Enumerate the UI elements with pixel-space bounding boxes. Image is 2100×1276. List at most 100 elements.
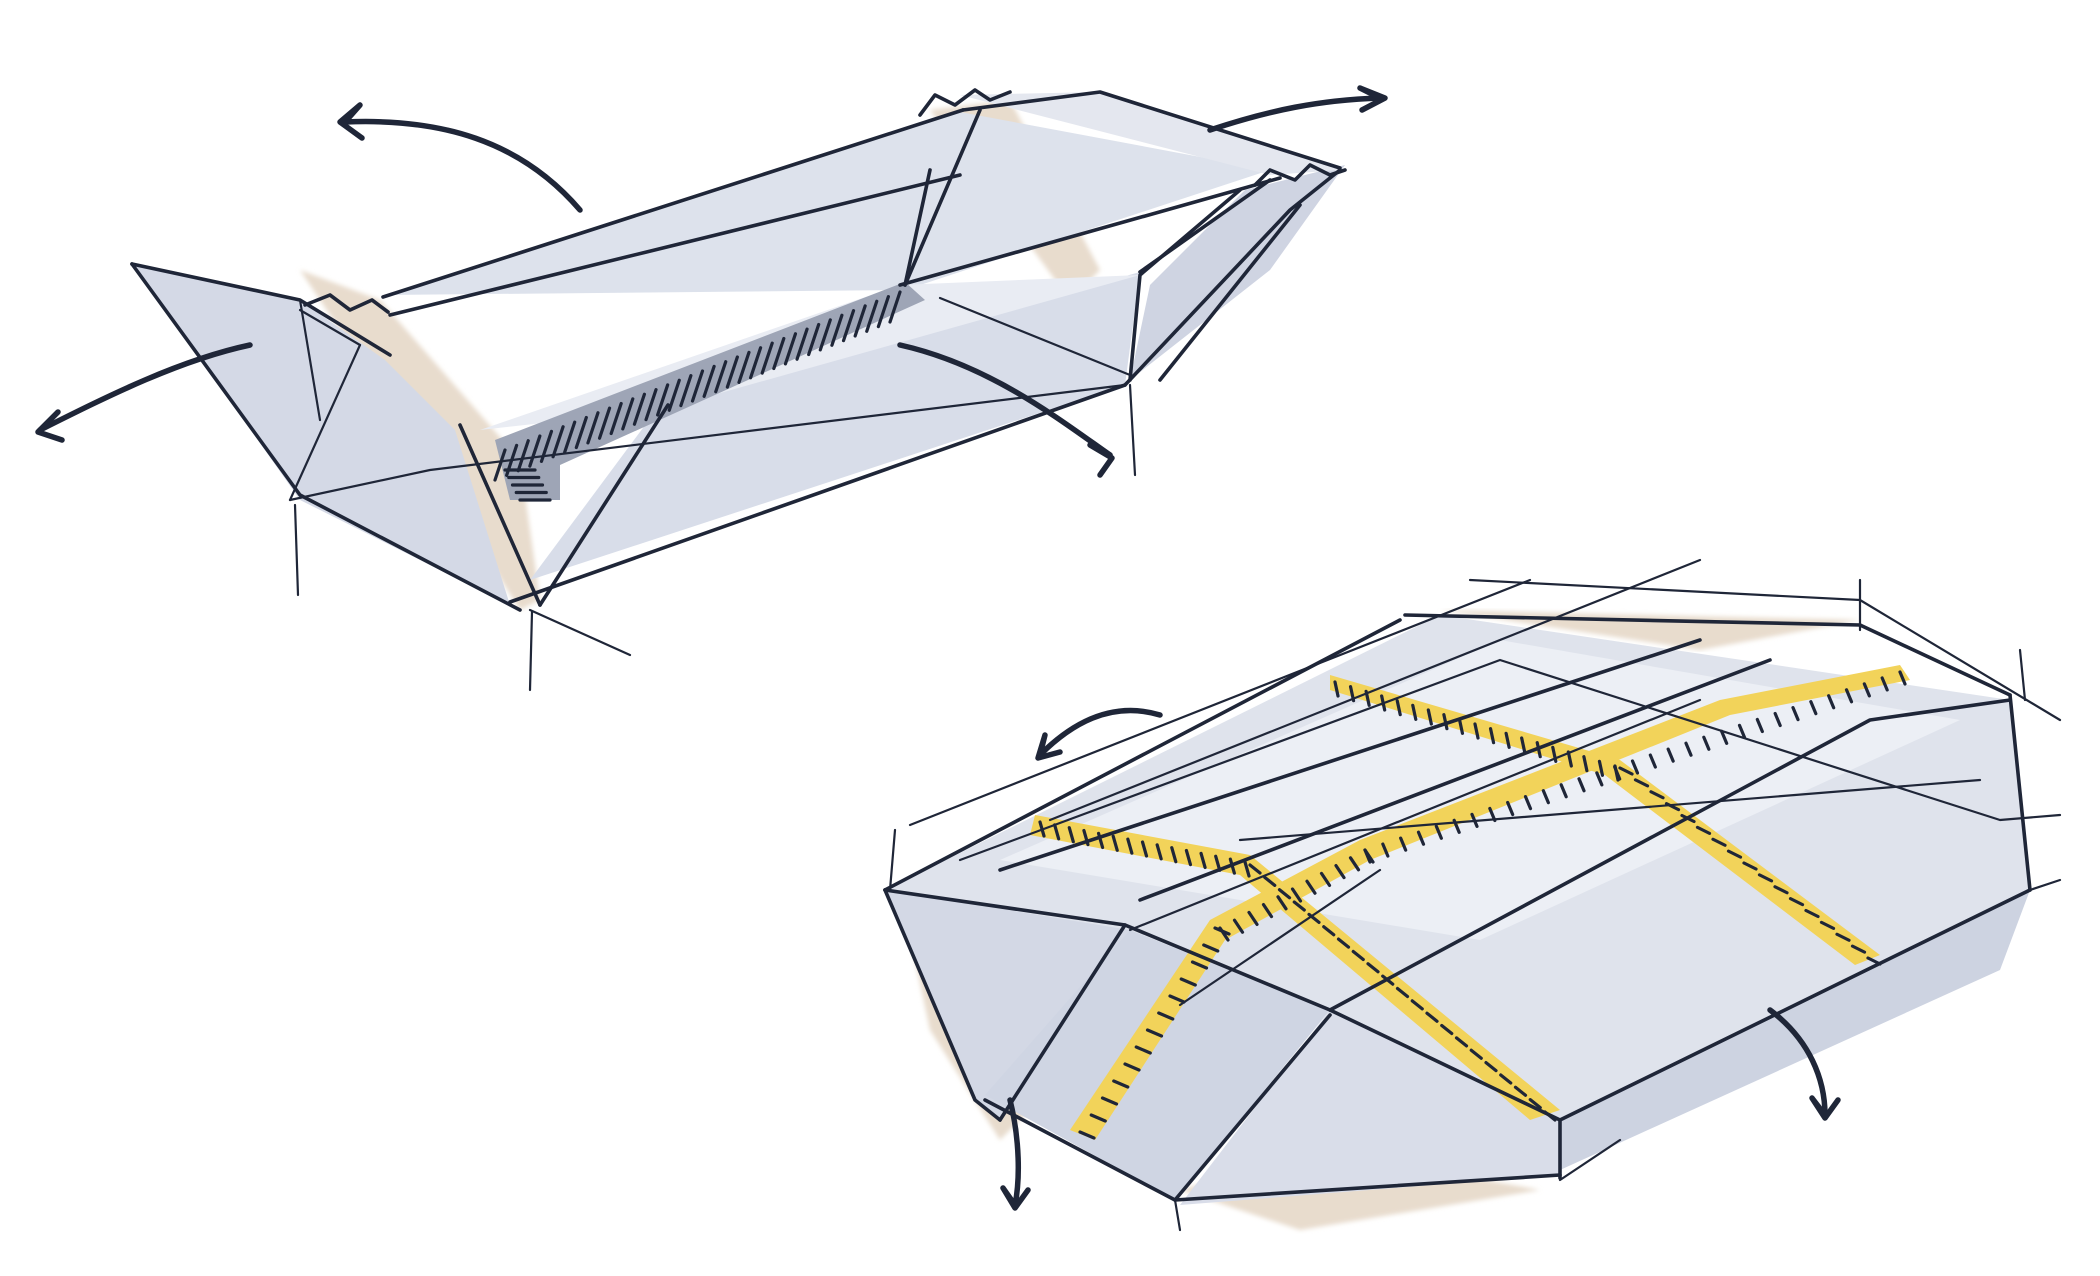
tape-hatch-mark bbox=[1850, 944, 1867, 954]
tray-hatch-mark bbox=[702, 364, 716, 398]
tape-hatch-mark bbox=[1523, 794, 1533, 811]
tape-hatch-mark bbox=[1559, 783, 1568, 799]
tape-hatch-mark bbox=[1395, 699, 1402, 717]
tape-strip-long bbox=[1030, 815, 1560, 1120]
tray-hatch-mark bbox=[574, 415, 588, 450]
closed-box-sketch bbox=[883, 558, 2062, 1232]
box-fold-arrows bbox=[1000, 707, 1841, 1211]
tape-hatch-mark bbox=[1243, 860, 1251, 878]
tape-hatch-mark bbox=[1499, 1073, 1513, 1085]
tray-spine-hatching bbox=[493, 290, 902, 502]
tape-hatch-mark bbox=[1218, 926, 1230, 942]
tray-front-wall bbox=[530, 272, 1140, 580]
tape-hatch-mark bbox=[1351, 949, 1365, 962]
tray-corner-folds bbox=[303, 88, 1347, 314]
tray-hatch-mark bbox=[528, 434, 542, 468]
tray-hatch-mark bbox=[748, 346, 763, 380]
tape-hatch-mark bbox=[1506, 800, 1515, 817]
tape-hatch-mark bbox=[1179, 977, 1197, 987]
tape-hatch-mark bbox=[1145, 1028, 1164, 1038]
tape-hatch-mark bbox=[1804, 908, 1820, 919]
tape-hatch-mark bbox=[1630, 759, 1640, 775]
tape-hatch-mark bbox=[1305, 879, 1317, 895]
tape-hatch-mark bbox=[1292, 900, 1306, 912]
tape-hatch-mark bbox=[1276, 895, 1288, 911]
tape-hatch-mark bbox=[1711, 837, 1727, 847]
tray-hatch-mark bbox=[865, 299, 879, 333]
tape-hatch-mark bbox=[1067, 826, 1075, 844]
tape-hatch-mark bbox=[1334, 863, 1346, 880]
tape-hatch-mark bbox=[1089, 1113, 1107, 1123]
box-shadow-top bbox=[1440, 610, 1860, 650]
tape-hatch-mark bbox=[1155, 843, 1163, 861]
tape-hatch-mark bbox=[1263, 875, 1277, 887]
tape-hatch-mark bbox=[1126, 837, 1134, 855]
tape-hatch-mark bbox=[1613, 765, 1622, 781]
tape-hatch-mark bbox=[1819, 920, 1836, 930]
tape-hatch-mark bbox=[1755, 717, 1764, 734]
tray-hatch-mark bbox=[760, 341, 774, 375]
tape-hatch-mark bbox=[1737, 723, 1747, 740]
tape-hatch-mark bbox=[1742, 861, 1758, 871]
tape-hatch-mark bbox=[1773, 711, 1782, 728]
tape-hatch-mark bbox=[1410, 999, 1424, 1011]
tape-hatch-mark bbox=[1247, 910, 1259, 927]
tray-hatch-mark bbox=[772, 336, 786, 371]
tape-hatch-mark bbox=[1835, 932, 1851, 942]
tape-hatch-mark bbox=[1520, 736, 1527, 754]
tape-hatch-mark bbox=[1333, 680, 1340, 698]
tape-hatch-mark bbox=[1190, 960, 1209, 970]
tape-hatch-mark bbox=[1582, 755, 1589, 773]
tape-hatch-mark bbox=[1469, 1048, 1483, 1060]
tray-hatch-mark bbox=[795, 327, 809, 361]
tape-hatch-mark bbox=[1791, 705, 1800, 722]
box-right-face bbox=[1180, 1010, 1560, 1205]
tape-hatch-mark bbox=[1261, 902, 1274, 919]
tray-hatch-mark bbox=[551, 425, 565, 459]
tray-hatch-mark bbox=[609, 401, 623, 436]
tray-hatch-mark bbox=[807, 322, 821, 357]
tray-hatch-mark bbox=[597, 406, 612, 440]
tape-hatch-mark bbox=[1788, 897, 1805, 907]
box-outlines bbox=[883, 613, 2032, 1202]
tape-hatch-mark bbox=[1322, 925, 1336, 937]
tray-hatch-mark bbox=[818, 318, 832, 352]
tape-hatch-mark bbox=[1426, 708, 1433, 726]
tape-hatch-mark bbox=[1702, 735, 1711, 751]
tray-left-flap bbox=[135, 265, 510, 605]
tape-hatch-mark bbox=[1862, 682, 1871, 698]
tray-hatch-mark bbox=[667, 378, 681, 412]
tape-hatch-mark bbox=[1649, 790, 1665, 800]
tray-hatch-mark bbox=[737, 350, 751, 385]
tape-hatch-mark bbox=[1484, 1060, 1498, 1073]
tape-hatch-mark bbox=[1232, 918, 1245, 934]
tray-fold-arrows bbox=[35, 85, 1388, 478]
tray-top-lid bbox=[960, 92, 1340, 175]
tape-hatch-mark bbox=[1633, 778, 1650, 788]
box-left-face bbox=[885, 890, 1130, 1120]
tape-hatch-mark bbox=[1416, 830, 1426, 846]
tape-hatch-mark bbox=[1726, 849, 1743, 859]
tray-hatch-mark bbox=[621, 397, 635, 431]
tape-hatch-mark bbox=[1618, 766, 1634, 776]
tape-hatch-mark bbox=[1504, 731, 1511, 749]
tape-hatch-mark bbox=[1541, 789, 1550, 805]
tape-hatch-mark bbox=[1381, 842, 1390, 858]
tape-hatch-mark bbox=[1123, 1062, 1141, 1072]
tape-hatch-mark bbox=[1140, 840, 1149, 858]
tape-hatch-mark bbox=[1720, 729, 1729, 745]
tape-hatch-mark bbox=[1111, 834, 1119, 852]
tape-hatch-mark bbox=[1184, 848, 1193, 867]
open-tray-sketch bbox=[35, 85, 1388, 692]
tape-hatch-mark bbox=[1440, 1023, 1454, 1036]
tape-hatch-mark bbox=[1454, 1036, 1469, 1048]
tape-hatch-mark bbox=[1411, 703, 1418, 721]
tape-hatch-mark bbox=[1528, 1098, 1542, 1110]
tape-hatch-mark bbox=[1577, 777, 1586, 793]
tray-hatch-mark bbox=[563, 420, 577, 454]
tape-hatch-mark bbox=[1366, 962, 1380, 974]
tape-hatch-mark bbox=[1277, 888, 1292, 900]
tape-hatch-mark bbox=[1457, 717, 1465, 735]
tape-hatch-mark bbox=[1473, 722, 1480, 740]
